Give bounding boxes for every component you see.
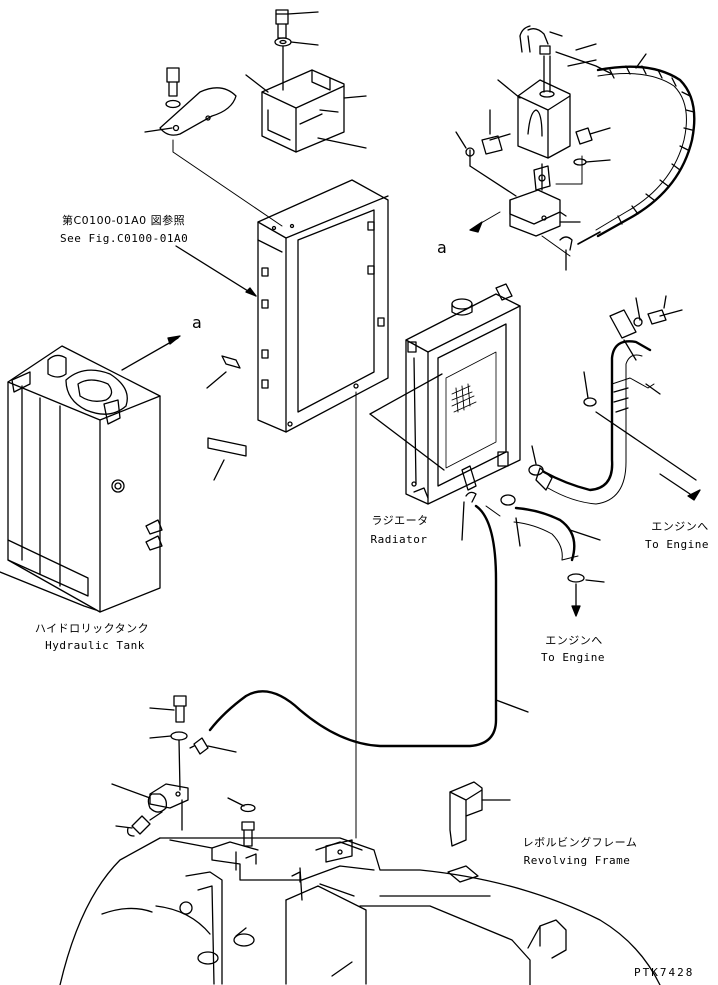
seal-pad-long [207,437,247,481]
radiator-label-jp: ラジエータ [371,514,429,527]
drawing-code: PTK7428 [634,966,695,979]
drain-hose [208,491,529,748]
hose-clip [559,236,573,271]
left-plate [144,87,237,136]
bottom-bracket [111,783,189,831]
seal-pad-small [206,355,241,389]
hydraulic-tank-label-jp: ハイドロリックタンク [34,622,150,635]
reference-label-en: See Fig.C0100-01A0 [60,232,189,245]
hydraulic-tank-label-en: Hydraulic Tank [45,639,145,652]
to-engine-label-en-1: To Engine [644,538,710,551]
hose-clamp-upper [583,371,701,501]
top-bolt [275,9,319,39]
upper-hose [535,340,661,505]
top-bracket-block [245,69,367,153]
radiator [369,283,521,505]
clamp-upper-radiator [528,445,544,476]
overflow-hose-coil [577,53,696,245]
hydraulic-tank [0,335,181,613]
reference-label-jp: 第C0100-01A0 図参照 [62,214,186,227]
bottom-washer [149,731,188,791]
left-washer [165,99,181,109]
to-engine-label-jp-1: エンジンへ [651,520,709,533]
left-bolt [166,67,180,97]
bottom-bolt [149,695,187,723]
tank-cap-hose [519,25,613,98]
frame-bolt [227,797,256,847]
revolving-frame [59,837,661,985]
lower-hose [500,494,601,562]
marker-a-left: a [192,313,203,332]
bottom-hose-end [189,737,237,755]
marker-a-right: a [437,238,448,257]
revolving-frame-label-jp: レボルビングフレーム [522,836,638,849]
center-frame [175,179,389,433]
radiator-label-en: Radiator [370,533,428,546]
tank-bolt-right [573,127,611,166]
reserve-tank [497,79,571,159]
clamp-lower-engine [567,573,605,617]
bottom-drain-cock [115,811,163,837]
to-engine-label-jp-2: エンジンへ [545,634,603,647]
clip-block [449,781,511,847]
to-engine-label-en-2: To Engine [540,651,606,664]
top-washer [274,37,319,47]
revolving-frame-label-en: Revolving Frame [523,854,631,867]
tank-bracket [469,149,583,257]
upper-hose-bracket [609,295,683,361]
tank-bolt-left [455,109,511,157]
